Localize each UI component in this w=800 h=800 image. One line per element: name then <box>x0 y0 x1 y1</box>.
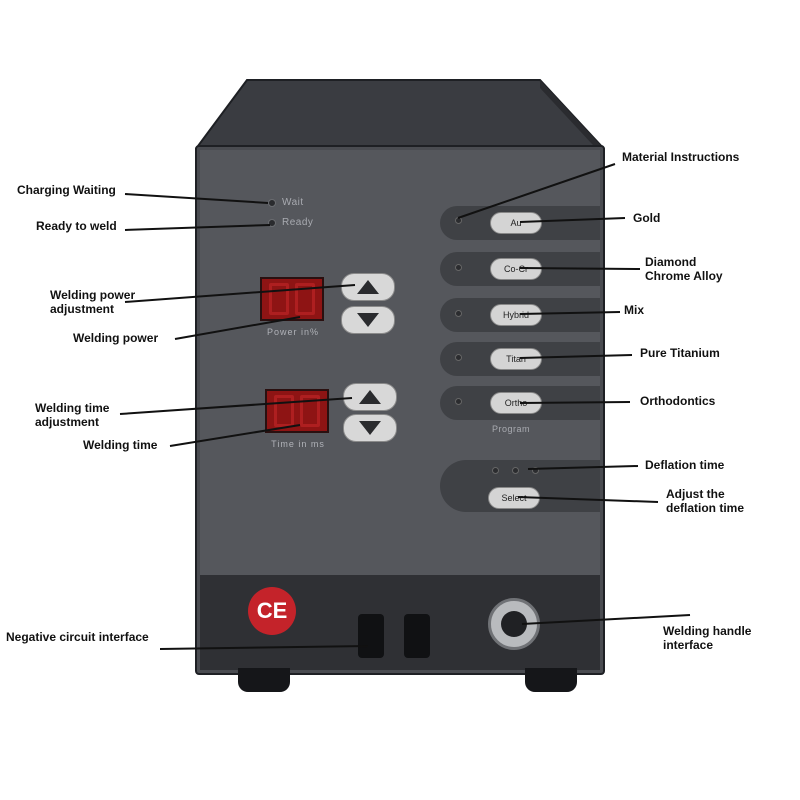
welding-handle-connector[interactable] <box>488 598 540 650</box>
power-display <box>260 277 324 321</box>
program-label: Program <box>492 424 531 434</box>
label-orthodontics: Orthodontics <box>640 394 716 408</box>
wait-led <box>268 199 276 207</box>
line-charging-waiting <box>124 193 269 204</box>
time-digit-2 <box>300 395 320 427</box>
label-pure-titanium: Pure Titanium <box>640 346 720 360</box>
label-welding-time: Welding time <box>83 438 158 452</box>
line-handle <box>521 614 691 625</box>
label-diamond-chrome-alloy: Diamond Chrome Alloy <box>645 255 723 283</box>
ready-label: Ready <box>282 217 314 228</box>
label-welding-handle-interface: Welding handle interface <box>663 624 752 652</box>
line-ortho <box>519 401 631 404</box>
line-power-adjust <box>124 284 356 303</box>
line-deflation <box>527 465 639 470</box>
triangle-up-icon <box>357 280 379 294</box>
label-charging-waiting: Charging Waiting <box>17 183 116 197</box>
line-cocr <box>519 267 641 270</box>
triangle-up-icon <box>359 390 381 404</box>
deflation-led-1 <box>492 467 499 474</box>
titan-led <box>455 354 462 361</box>
wait-label: Wait <box>282 197 304 208</box>
power-digit-1 <box>269 283 289 315</box>
line-titan <box>519 354 633 359</box>
time-digit-1 <box>274 395 294 427</box>
positive-jack[interactable] <box>404 614 430 658</box>
power-up-button[interactable] <box>341 273 395 301</box>
label-welding-time-adjustment: Welding time adjustment <box>35 401 110 429</box>
deflation-led-3 <box>532 467 539 474</box>
au-button[interactable]: Au <box>490 212 542 234</box>
label-ready-to-weld: Ready to weld <box>36 219 117 233</box>
label-adjust-deflation-time: Adjust the deflation time <box>666 487 745 515</box>
line-gold <box>519 217 626 223</box>
line-ready-to-weld <box>124 224 271 231</box>
ce-mark-logo: CE <box>248 587 296 635</box>
time-up-button[interactable] <box>343 383 397 411</box>
line-time <box>169 424 301 447</box>
cocr-led <box>455 264 462 271</box>
line-mix <box>519 311 621 315</box>
time-display <box>265 389 329 433</box>
line-select <box>517 496 659 503</box>
line-material <box>457 163 616 219</box>
machine-foot-right <box>525 668 577 692</box>
ortho-led <box>455 398 462 405</box>
label-negative-circuit-interface: Negative circuit interface <box>6 630 149 644</box>
negative-jack[interactable] <box>358 614 384 658</box>
label-material-instructions: Material Instructions <box>622 150 740 164</box>
triangle-down-icon <box>357 313 379 327</box>
ready-led <box>268 219 276 227</box>
triangle-down-icon <box>359 421 381 435</box>
line-time-adjust <box>119 397 353 415</box>
time-down-button[interactable] <box>343 414 397 442</box>
label-welding-power-adjustment: Welding power adjustment <box>50 288 136 316</box>
hybrid-led <box>455 310 462 317</box>
line-negative <box>159 645 369 650</box>
label-welding-power: Welding power <box>73 331 159 345</box>
label-mix: Mix <box>624 303 645 317</box>
titan-button[interactable]: Titan <box>490 348 542 370</box>
power-down-button[interactable] <box>341 306 395 334</box>
power-digit-2 <box>295 283 315 315</box>
machine-foot-left <box>238 668 290 692</box>
time-display-label: Time in ms <box>271 439 325 449</box>
power-display-label: Power in% <box>266 327 320 337</box>
line-power <box>174 316 301 340</box>
label-deflation-time: Deflation time <box>645 458 725 472</box>
label-gold: Gold <box>633 211 661 225</box>
deflation-led-2 <box>512 467 519 474</box>
hybrid-button[interactable]: Hybrid <box>490 304 542 326</box>
